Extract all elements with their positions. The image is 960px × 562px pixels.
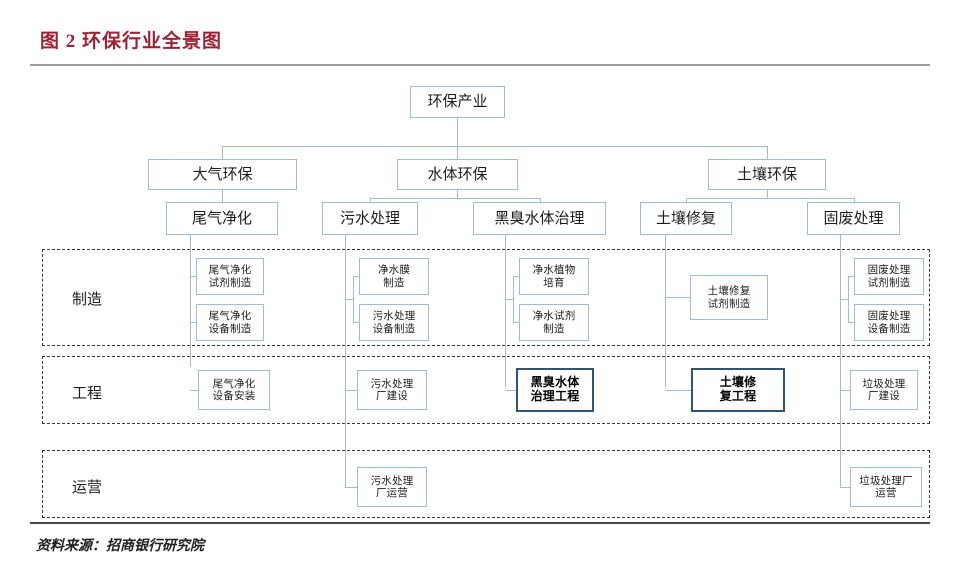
leaf-weiqi-jinghua-shebei-zhizao[interactable]: 尾气净化 设备制造: [196, 304, 264, 341]
stub-guface-branch: [840, 299, 848, 300]
figure-title: 图 2 环保行业全景图: [40, 31, 223, 52]
stub-turang-gongcheng: [665, 390, 691, 391]
lane-label-engineering: 工程: [72, 385, 103, 402]
lane-label-manufacturing: 制造: [72, 291, 103, 308]
leaf-weiqi-jinghua-shebei-anzhuang[interactable]: 尾气净化 设备安装: [198, 370, 270, 410]
node-turang-huanbao[interactable]: 土壤环保: [708, 159, 826, 190]
connector-to-xiufu: [686, 198, 687, 204]
connector-to-daqi: [222, 146, 223, 160]
leaf-weiqi-jinghua-shiji-zhizao[interactable]: 尾气净化 试剂制造: [196, 258, 264, 295]
stub-guface-shebei: [848, 322, 854, 323]
stub-wushui-riser: [353, 276, 354, 322]
stub-weiqi-shebei: [190, 322, 196, 323]
lane-band-operations: [42, 450, 930, 518]
spine-guface: [840, 235, 841, 487]
connector-to-heichou: [540, 198, 541, 204]
leaf-wushui-chulichang-yunying[interactable]: 污水处理 厂运营: [357, 467, 427, 507]
spine-wushui: [345, 235, 346, 487]
spine-weiqi: [190, 235, 191, 367]
connector-to-shuiti: [457, 146, 458, 160]
stub-lajichang-yunying: [840, 487, 850, 488]
leaf-wushui-chulichang-jianshe[interactable]: 污水处理 厂建设: [357, 370, 427, 410]
connector-root-bus: [222, 146, 767, 147]
lane-band-manufacturing: [42, 249, 930, 346]
leaf-wushui-chuli-shebei-zhizao[interactable]: 污水处理 设备制造: [359, 304, 429, 341]
node-root-huanbao-chanye[interactable]: 环保产业: [410, 86, 505, 118]
stub-wushui-shebei: [353, 322, 359, 323]
node-daqi-huanbao[interactable]: 大气环保: [148, 159, 297, 190]
connector-turang-down: [767, 190, 768, 198]
leaf-jingshui-zhiwu-peiyu[interactable]: 净水植物 培育: [519, 258, 589, 295]
stub-lajichang-jianshe: [840, 390, 850, 391]
stub-wushui-branch: [345, 299, 353, 300]
leaf-laji-chulichang-yunying[interactable]: 垃圾处理厂 运营: [850, 467, 922, 507]
stub-guface-shiji: [848, 276, 854, 277]
stub-heichou-gongcheng: [505, 390, 516, 391]
node-shuiti-huanbao[interactable]: 水体环保: [397, 159, 518, 190]
spine-heichou: [505, 235, 506, 387]
source-note: 资料来源：招商银行研究院: [36, 539, 204, 554]
stub-jingshui-shiji: [513, 322, 519, 323]
connector-daqi-down: [222, 190, 223, 202]
connector-shuiti-bus: [370, 198, 540, 199]
stub-weiqi-anzhuang: [190, 390, 198, 391]
node-wushui-chuli[interactable]: 污水处理: [322, 202, 418, 235]
leaf-gufei-chuli-shebei-zhizao[interactable]: 固废处理 设备制造: [854, 304, 924, 341]
leaf-heichou-shuiti-zhili-gongcheng[interactable]: 黑臭水体 治理工程: [516, 368, 594, 412]
connector-turang-bus: [686, 198, 854, 199]
leaf-turang-xiufu-gongcheng[interactable]: 土壤修 复工程: [691, 368, 785, 412]
connector-to-guface: [854, 198, 855, 204]
leaf-gufei-chuli-shiji-zhizao[interactable]: 固废处理 试剂制造: [854, 258, 924, 295]
leaf-jingshui-shiji-zhizao[interactable]: 净水试剂 制造: [519, 304, 589, 341]
node-weiqi-jinghua[interactable]: 尾气净化: [166, 202, 278, 235]
stub-wushuichang-yunying: [345, 487, 357, 488]
stub-jingshui-zhiwu: [513, 276, 519, 277]
connector-shuiti-down: [457, 190, 458, 198]
connector-to-wushui: [370, 198, 371, 204]
node-gufei-chuli[interactable]: 固废处理: [807, 202, 900, 235]
leaf-jingshuimo-zhizao[interactable]: 净水膜 制造: [359, 258, 429, 295]
spine-turangxiufu: [665, 235, 666, 387]
lane-band-engineering: [42, 356, 930, 424]
node-heichou-shuiti-zhili[interactable]: 黑臭水体治理: [473, 202, 606, 235]
stub-jingshuimo: [353, 276, 359, 277]
stub-turang-shiji: [665, 297, 690, 298]
stub-guface-riser: [848, 276, 849, 322]
stub-heichou-riser: [513, 276, 514, 322]
leaf-turang-xiufu-shiji-zhizao[interactable]: 土壤修复 试剂制造: [690, 275, 768, 320]
footer-divider: [30, 522, 930, 524]
node-turang-xiufu[interactable]: 土壤修复: [640, 202, 732, 235]
stub-weiqi-shiji: [190, 276, 196, 277]
title-divider: [30, 64, 930, 66]
leaf-laji-chulichang-jianshe[interactable]: 垃圾处理 厂建设: [850, 370, 918, 410]
lane-label-operations: 运营: [72, 479, 103, 496]
connector-to-turang: [767, 146, 768, 160]
stub-wushuichang-jianshe: [345, 390, 357, 391]
stub-heichou-branch: [505, 299, 513, 300]
connector-root-down: [457, 118, 458, 146]
